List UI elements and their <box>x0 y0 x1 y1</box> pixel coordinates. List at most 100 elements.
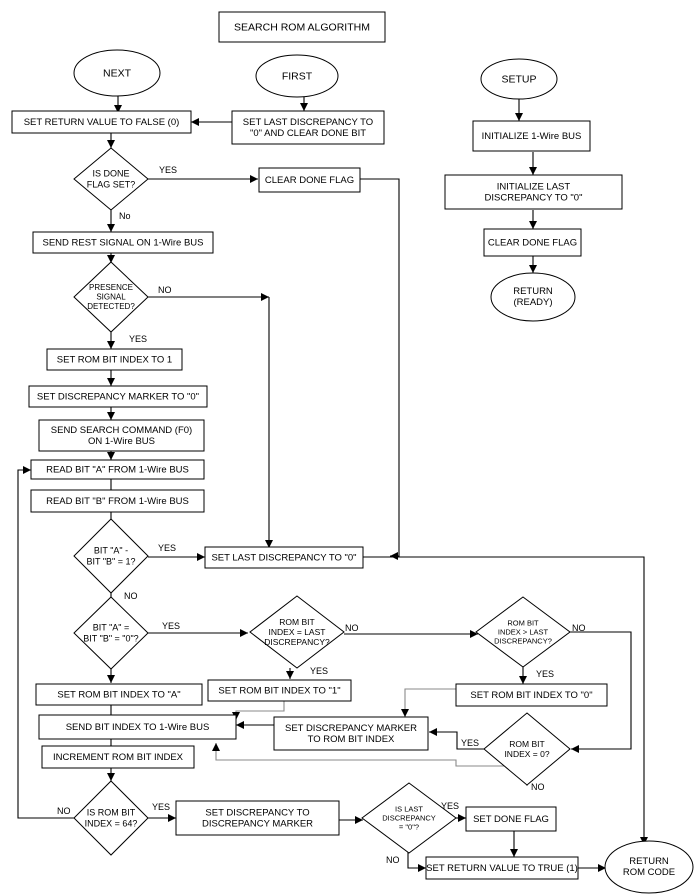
clear-done-flag-shape <box>258 167 361 193</box>
bit-a-equals-b-text-1: BIT "A" = <box>93 623 130 633</box>
presence-detected-shape <box>73 261 149 333</box>
terminal-return-rom-text-2: ROM CODE <box>623 867 675 878</box>
edge-rom64-yes <box>148 814 176 822</box>
is-last-disc-zero-text-1: IS LAST <box>395 805 423 814</box>
read-bit-b-text-1: READ BIT "B" FROM 1-Wire BUS <box>46 496 189 507</box>
rom-gt-last-text-1: ROM BIT <box>507 619 539 628</box>
send-reset-box: SEND REST SIGNAL ON 1-Wire BUS <box>32 231 214 254</box>
set-disc-marker-0-box: SET DISCREPANCY MARKER TO "0" <box>28 385 208 408</box>
edge-amb-yes-arrowhead <box>197 553 205 561</box>
edge-setlast-to-setreturn-arrowhead <box>191 118 199 126</box>
set-rom-bit-0-text-1: SET ROM BIT INDEX TO "0" <box>470 690 592 701</box>
edge-setrom1-to-setdisc <box>107 370 115 386</box>
edge-setrom1-to-setdisc-arrowhead <box>107 378 115 386</box>
edge-setrom0-to-disc-arrowhead <box>401 709 409 717</box>
edge-discmarker-to-sendbit <box>236 721 274 729</box>
terminal-setup-terminal: SETUP <box>480 58 558 100</box>
edge-lastzero-no-line <box>407 852 426 869</box>
is-done-flag-set-text-2: FLAG SET? <box>87 179 136 189</box>
edge-done-yes-arrowhead <box>250 175 258 183</box>
set-rom-bit-1-box: SET ROM BIT INDEX TO "1" <box>207 679 352 702</box>
bit-a-minus-b-text-2: BIT "B" = 1? <box>87 556 136 566</box>
read-bit-b-shape <box>30 489 205 513</box>
edge-clear-to-ready-arrowhead <box>529 265 537 273</box>
edge-initlast-to-clear-arrowhead <box>529 221 537 229</box>
bit-a-minus-b-decision: BIT "A" -BIT "B" = 1? <box>73 518 149 594</box>
label-lastzero-yes: YES <box>441 801 459 811</box>
set-done-flag-shape <box>465 806 557 832</box>
terminal-next-text: NEXT <box>103 68 132 80</box>
edge-rom64-no-arrowhead <box>23 466 31 474</box>
edge-done-no-arrowhead <box>107 224 115 232</box>
terminal-return-ready-shape <box>490 272 576 322</box>
edge-presence-no-arrowhead <box>261 293 269 301</box>
set-disc-marker-rom-text-1: SET DISCREPANCY MARKER <box>285 723 417 734</box>
send-search-cmd-text-1: SEND SEARCH COMMAND (F0) <box>51 425 192 436</box>
edge-lastzero-no <box>407 852 426 872</box>
terminal-return-rom-text-1: RETURN <box>629 856 669 867</box>
label-lastzero-no: NO <box>386 855 400 865</box>
init-bus-box: INITIALIZE 1-Wire BUS <box>472 120 591 152</box>
edge-presence-yes-arrowhead <box>107 341 115 349</box>
edge-romgt-yes-arrowhead <box>519 676 527 684</box>
edge-settrue-to-return <box>578 864 606 872</box>
clear-done-flag-text-1: CLEAR DONE FLAG <box>265 175 354 186</box>
clear-done-flag-setup-shape <box>483 228 582 257</box>
edge-clear-to-ready <box>529 256 537 273</box>
label-romgt-yes: YES <box>536 669 554 679</box>
edge-setreturn-to-done <box>107 133 115 148</box>
bit-a-equals-b-shape <box>73 596 149 670</box>
terminal-setup-shape <box>480 58 558 100</box>
label-aeqb-yes: YES <box>162 621 180 631</box>
terminal-return-ready-text-1: RETURN <box>513 286 553 297</box>
rom-eq-last-text-1: ROM BIT <box>279 617 314 627</box>
edge-first-to-setlast-arrowhead <box>300 103 308 111</box>
rom-gt-last-text-2: INDEX > LAST <box>498 628 549 637</box>
edge-done-yes <box>148 175 258 183</box>
edge-setdisc-to-sendsearch-arrowhead <box>107 412 115 420</box>
edge-increment-to-rom64 <box>107 768 115 781</box>
edge-amb-yes <box>148 553 205 561</box>
set-last-disc-0-shape <box>204 546 364 569</box>
edge-init-to-initlast-arrowhead <box>529 167 537 175</box>
clear-done-flag-box: CLEAR DONE FLAG <box>258 167 361 193</box>
send-search-cmd-shape <box>38 419 205 452</box>
edge-romzero-yes <box>429 728 484 750</box>
set-rom-bit-0-shape <box>455 683 608 707</box>
edge-init-to-initlast <box>529 152 537 175</box>
bit-a-minus-b-shape <box>73 518 149 594</box>
label-presence-yes: YES <box>129 334 147 344</box>
terminal-return-rom-shape <box>604 840 694 894</box>
edge-setdone-to-settrue <box>510 831 518 857</box>
set-rom-bit-1-text-1: SET ROM BIT INDEX TO "1" <box>218 686 340 697</box>
edge-setrom0-to-disc-line <box>404 688 456 717</box>
init-last-disc-text-1: INITIALIZE LAST <box>497 181 571 192</box>
edge-setdisc-to-lastzero-arrowhead <box>355 816 363 824</box>
send-bit-index-box: SEND BIT INDEX TO 1-Wire BUS <box>38 714 237 740</box>
edge-romgt-yes <box>519 667 527 684</box>
set-last-disc-clear-done-box: SET LAST DISCREPANCY TO"0" AND CLEAR DON… <box>231 110 385 145</box>
label-romzero-yes: YES <box>461 738 479 748</box>
edge-cleardone-to-right <box>360 178 400 560</box>
init-last-disc-text-2: DISCREPANCY TO "0" <box>485 193 583 204</box>
set-rom-bit-0-box: SET ROM BIT INDEX TO "0" <box>455 683 608 707</box>
send-bit-index-shape <box>38 714 237 740</box>
label-presence-no: NO <box>158 285 172 295</box>
set-rom-bit-a-shape <box>35 683 203 706</box>
set-disc-marker-0-text-1: SET DISCREPANCY MARKER TO "0" <box>37 392 199 403</box>
edge-reset-to-presence-arrowhead <box>107 255 115 263</box>
edge-aeqb-no-arrowhead <box>107 675 115 683</box>
terminal-return-ready-text-2: (READY) <box>513 297 552 308</box>
label-done-no: No <box>119 211 131 221</box>
rom-bit-zero-text-2: INDEX = 0? <box>504 749 549 759</box>
edge-cleardone-to-right-line <box>360 178 400 557</box>
set-disc-to-marker-text-2: DISCREPANCY MARKER <box>202 819 313 830</box>
set-return-false-box: SET RETURN VALUE TO FALSE (0) <box>11 110 192 134</box>
is-last-disc-zero-shape <box>361 782 457 854</box>
terminal-first-terminal: FIRST <box>255 54 339 98</box>
edge-romgt-no <box>570 631 632 753</box>
edge-romzero-no-arrowhead <box>212 743 220 751</box>
